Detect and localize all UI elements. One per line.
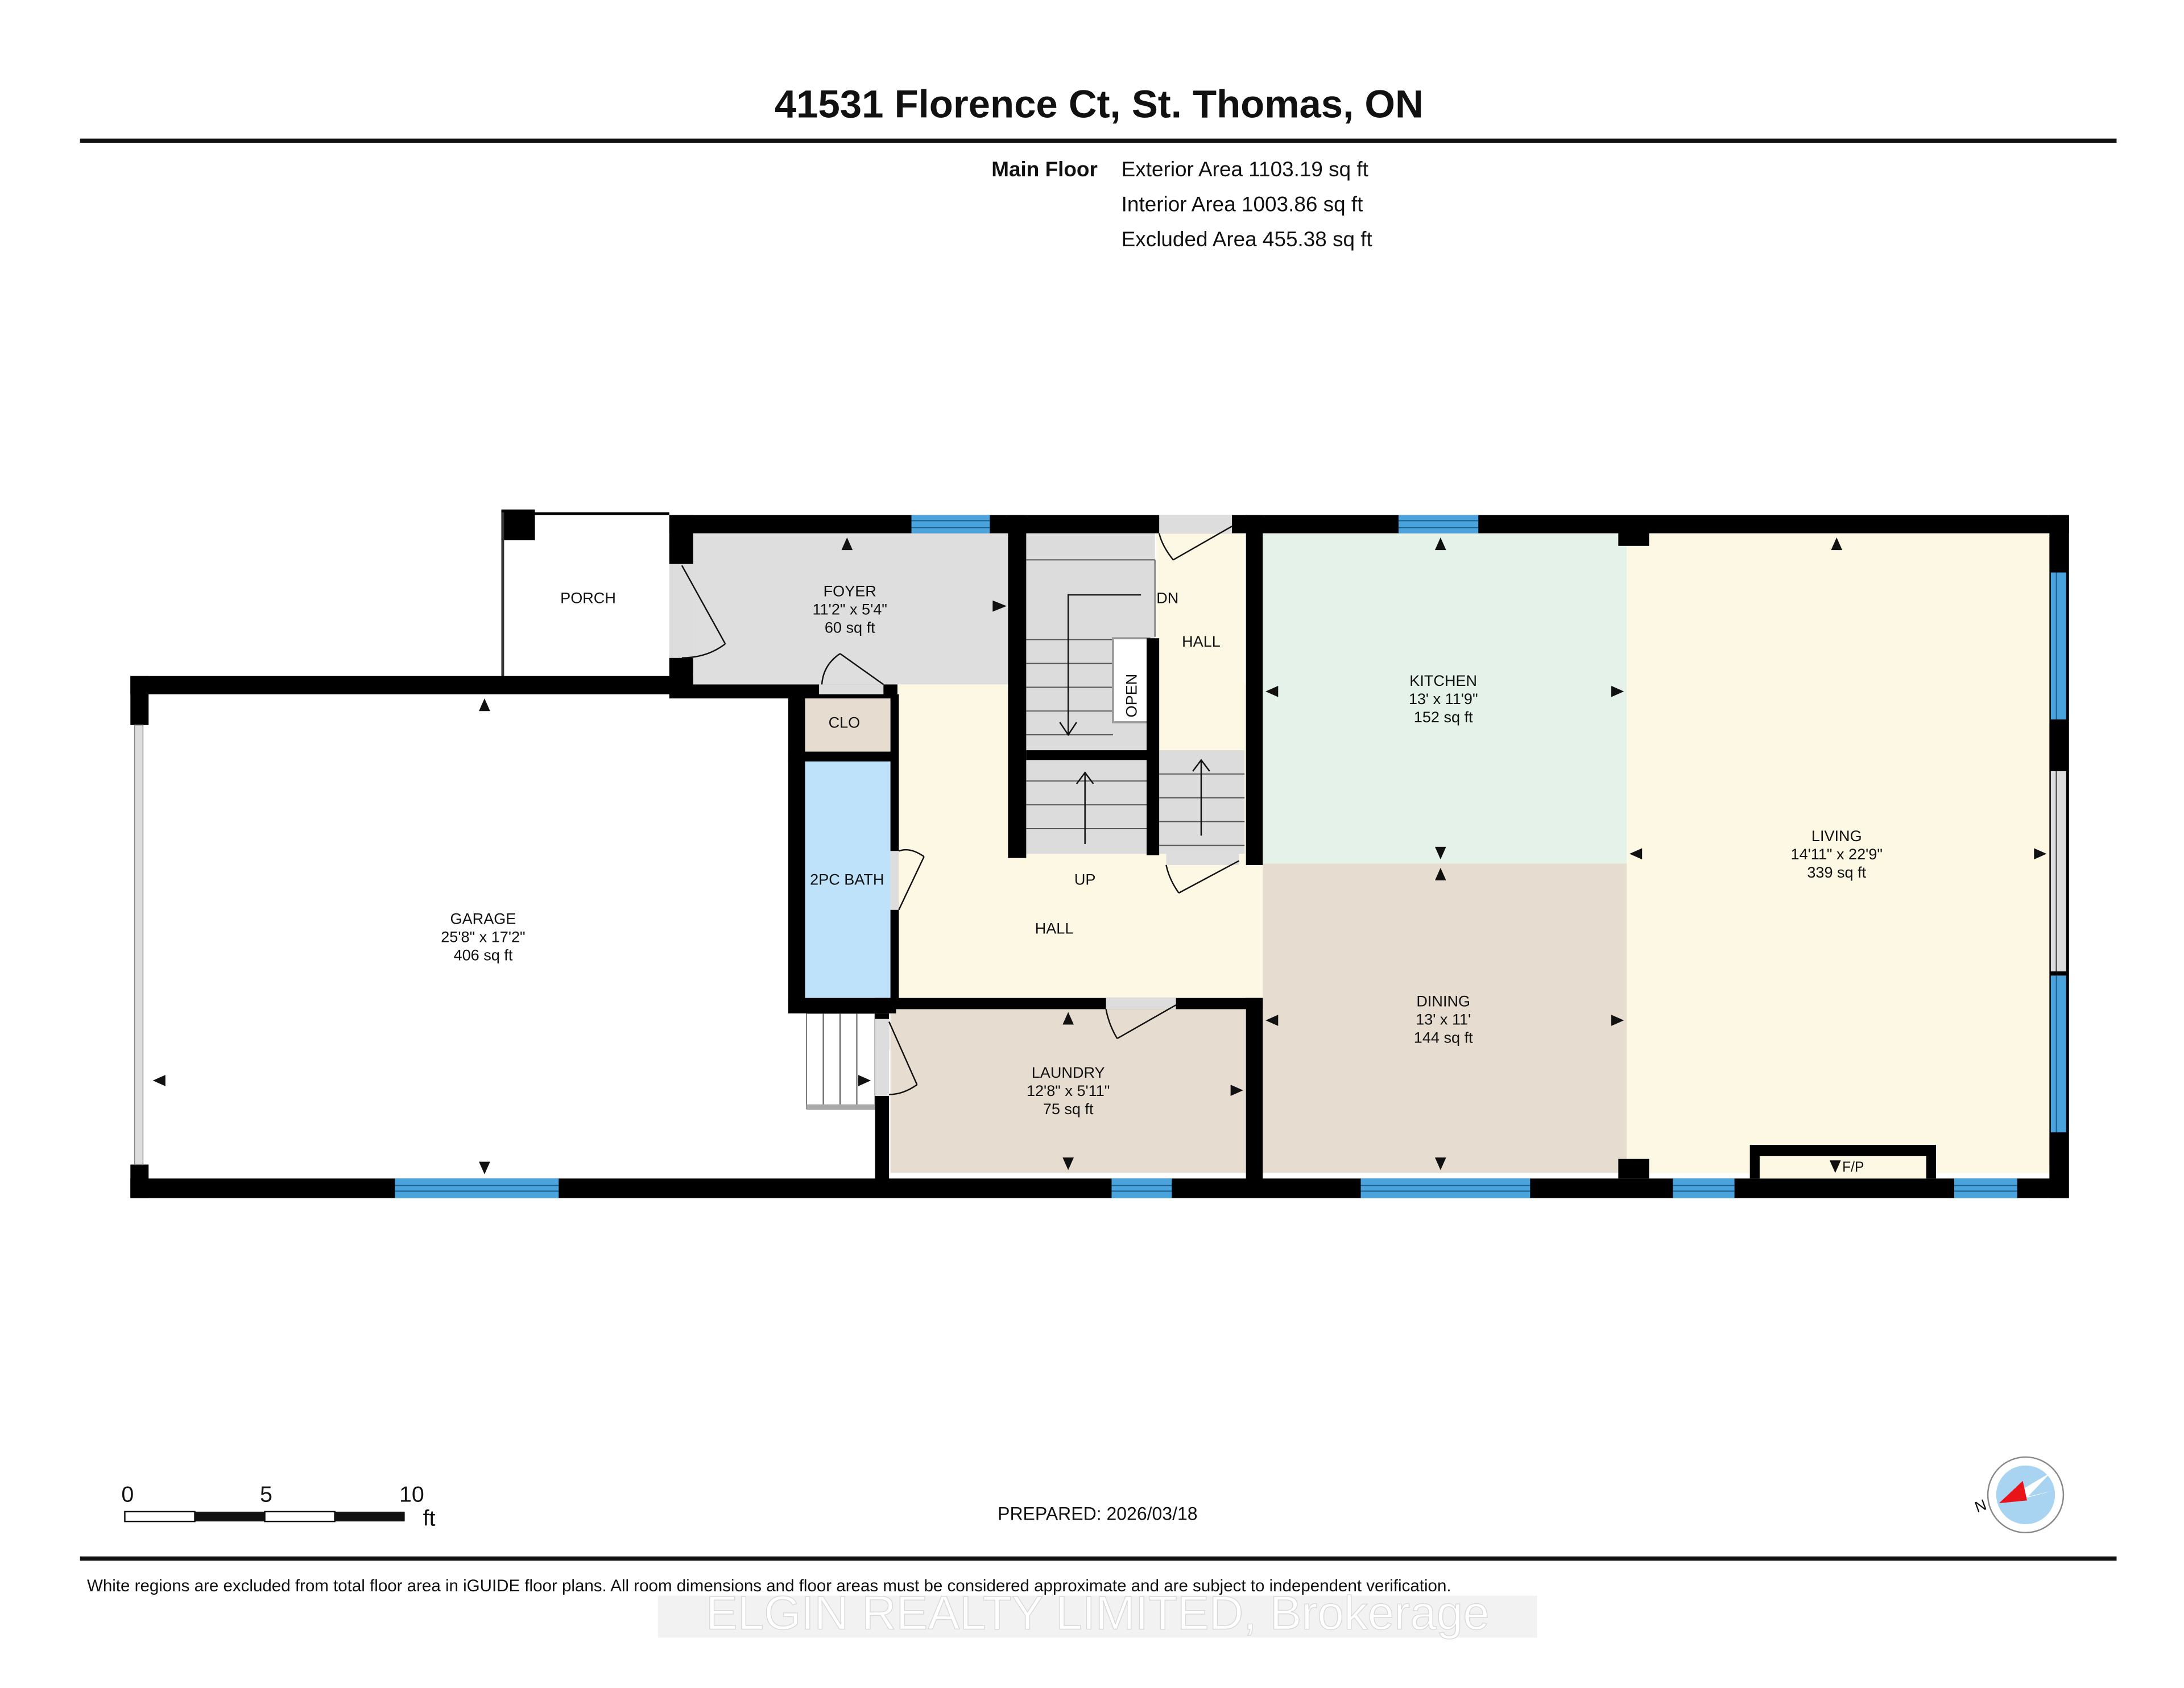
kitchen-area: 152 sq ft <box>1414 708 1473 726</box>
scale-label-0: 0 <box>121 1482 134 1507</box>
door-laundry <box>1105 998 1177 1040</box>
stairs-up-right <box>1159 750 1245 854</box>
window <box>1111 1178 1172 1198</box>
dining-label: DINING <box>1416 992 1470 1010</box>
window <box>1954 1178 2017 1198</box>
window <box>1398 515 1479 533</box>
fireplace <box>1759 1156 1926 1179</box>
foyer-dims: 11'2" x 5'4" <box>813 600 887 618</box>
room-foyer <box>693 533 1010 685</box>
door-hall-upper <box>1158 515 1232 561</box>
disclaimer: White regions are excluded from total fl… <box>87 1577 1451 1595</box>
scale-label-5: 5 <box>260 1482 272 1507</box>
living-area: 339 sq ft <box>1807 863 1866 881</box>
room-clo <box>798 694 891 752</box>
garage-label: GARAGE <box>450 909 516 927</box>
doors <box>669 515 1239 1096</box>
garage-door <box>134 725 144 1165</box>
prepared-date: PREPARED: 2026/03/18 <box>998 1504 1197 1524</box>
floor-label: Main Floor <box>991 158 1098 181</box>
bath-label: 2PC BATH <box>810 870 884 888</box>
scale-unit: ft <box>423 1506 436 1531</box>
garage-area: 406 sq ft <box>454 946 513 963</box>
garage-steps <box>805 1012 876 1110</box>
door-garage <box>875 1019 918 1096</box>
garage-dims: 25'8" x 17'2" <box>441 928 525 945</box>
stairs-up-left <box>1026 760 1147 854</box>
dimension-markers <box>152 537 2047 1174</box>
window <box>395 1178 559 1198</box>
window <box>1673 1178 1735 1198</box>
patio-door <box>2050 771 2066 971</box>
excluded-area: Excluded Area 455.38 sq ft <box>1122 227 1372 251</box>
room-dining <box>1263 863 1627 1173</box>
dining-area: 144 sq ft <box>1414 1028 1473 1046</box>
window <box>2050 975 2066 1132</box>
open-area: OPEN <box>1112 637 1151 723</box>
open-label: OPEN <box>1123 674 1140 718</box>
room-kitchen <box>1263 533 1627 865</box>
laundry-dims: 12'8" x 5'11" <box>1027 1082 1110 1099</box>
porch-label: PORCH <box>560 589 616 607</box>
door-bath <box>890 849 925 911</box>
compass-icon: N <box>1972 1456 2065 1534</box>
exterior-area: Exterior Area 1103.19 sq ft <box>1122 158 1368 181</box>
footer-divider <box>80 1556 2117 1561</box>
room-hall-upper <box>1156 533 1245 751</box>
room-living <box>1627 533 2050 1173</box>
stairs-down-label: DN <box>1156 589 1178 607</box>
stairs-up-label: UP <box>1074 870 1096 888</box>
foyer-area: 60 sq ft <box>825 618 875 636</box>
foyer-label: FOYER <box>824 582 876 599</box>
hall-upper-label: HALL <box>1182 632 1221 650</box>
laundry-label: LAUNDRY <box>1032 1064 1105 1081</box>
interior-area: Interior Area 1003.86 sq ft <box>1122 193 1363 216</box>
laundry-area: 75 sq ft <box>1043 1100 1094 1118</box>
header-divider <box>80 138 2117 143</box>
kitchen-label: KITCHEN <box>1409 672 1477 689</box>
room-laundry <box>890 1009 1246 1173</box>
door-stairs-hall <box>1165 851 1239 894</box>
living-dims: 14'11" x 22'9" <box>1791 845 1883 863</box>
living-label: LIVING <box>1811 827 1862 845</box>
watermark: ELGIN REALTY LIMITED, Brokerage <box>706 1586 1490 1640</box>
compass-north-label: N <box>1972 1496 1989 1516</box>
door-front <box>669 564 726 659</box>
dining-dims: 13' x 11' <box>1416 1010 1471 1028</box>
page-title: 41531 Florence Ct, St. Thomas, ON <box>775 82 1424 126</box>
scale-bar: 0 5 10 ft <box>121 1482 435 1531</box>
window <box>911 515 990 533</box>
windows <box>395 515 2066 1198</box>
window <box>1360 1178 1531 1198</box>
clo-label: CLO <box>829 714 861 731</box>
window <box>2050 572 2066 719</box>
kitchen-dims: 13' x 11'9" <box>1409 690 1478 708</box>
fireplace-label: F/P <box>1842 1160 1864 1175</box>
door-closet <box>819 653 884 694</box>
hall-main-label: HALL <box>1035 920 1074 937</box>
scale-label-10: 10 <box>399 1482 424 1507</box>
room-bath <box>805 760 891 998</box>
